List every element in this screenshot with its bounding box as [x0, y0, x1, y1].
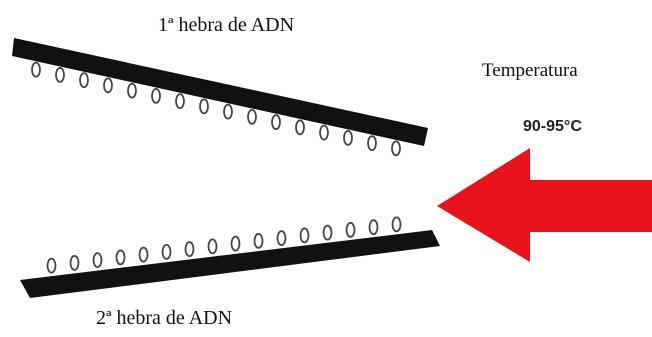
strand-1-base	[127, 82, 137, 99]
strand-2-bases	[46, 216, 402, 274]
strand-2-base	[322, 224, 333, 241]
strand-1-bases	[31, 61, 401, 157]
strand-2-base	[207, 238, 218, 255]
strand-2-base	[253, 232, 264, 249]
strand-1-base	[199, 98, 209, 115]
strand-1-base	[103, 77, 113, 94]
strand-1-backbone	[12, 38, 428, 146]
strand-1-base	[343, 129, 353, 146]
strand-2-base	[276, 230, 287, 247]
strand-2-base	[69, 254, 80, 271]
strand-1-base	[391, 140, 401, 157]
strand-1-label: 1ª hebra de ADN	[158, 14, 295, 36]
strand-2-backbone	[20, 230, 440, 298]
strand-2-base	[161, 243, 172, 260]
strand-2-base	[138, 246, 149, 263]
strand-2-base	[92, 252, 103, 269]
strand-2-base	[345, 221, 356, 238]
strand-1	[12, 38, 428, 157]
strand-2-base	[184, 241, 195, 258]
strand-1-base	[79, 72, 89, 88]
strand-2-base	[368, 219, 379, 236]
strand-2-label: 2ª hebra de ADN	[96, 307, 233, 329]
strand-1-base	[367, 135, 377, 152]
temperature-value: 90-95°C	[523, 118, 582, 135]
strand-1-base	[319, 124, 329, 141]
strand-1-base	[295, 119, 305, 136]
strand-1-base	[271, 114, 281, 130]
strand-1-base	[247, 109, 257, 125]
temperature-label: Temperatura	[482, 60, 578, 81]
strand-1-base	[175, 93, 185, 109]
strand-2-base	[299, 227, 310, 244]
left-arrow-icon	[437, 148, 652, 262]
strand-2-base	[115, 249, 126, 266]
strand-1-base	[31, 61, 41, 78]
strand-1-base	[223, 103, 233, 120]
strand-2-base	[230, 235, 241, 252]
strand-2-base	[46, 257, 57, 274]
heat-arrow-shape	[437, 148, 652, 262]
strand-2-base	[391, 216, 402, 233]
strand-1-base	[55, 67, 65, 83]
strand-2	[20, 216, 440, 298]
strand-1-base	[151, 88, 161, 104]
